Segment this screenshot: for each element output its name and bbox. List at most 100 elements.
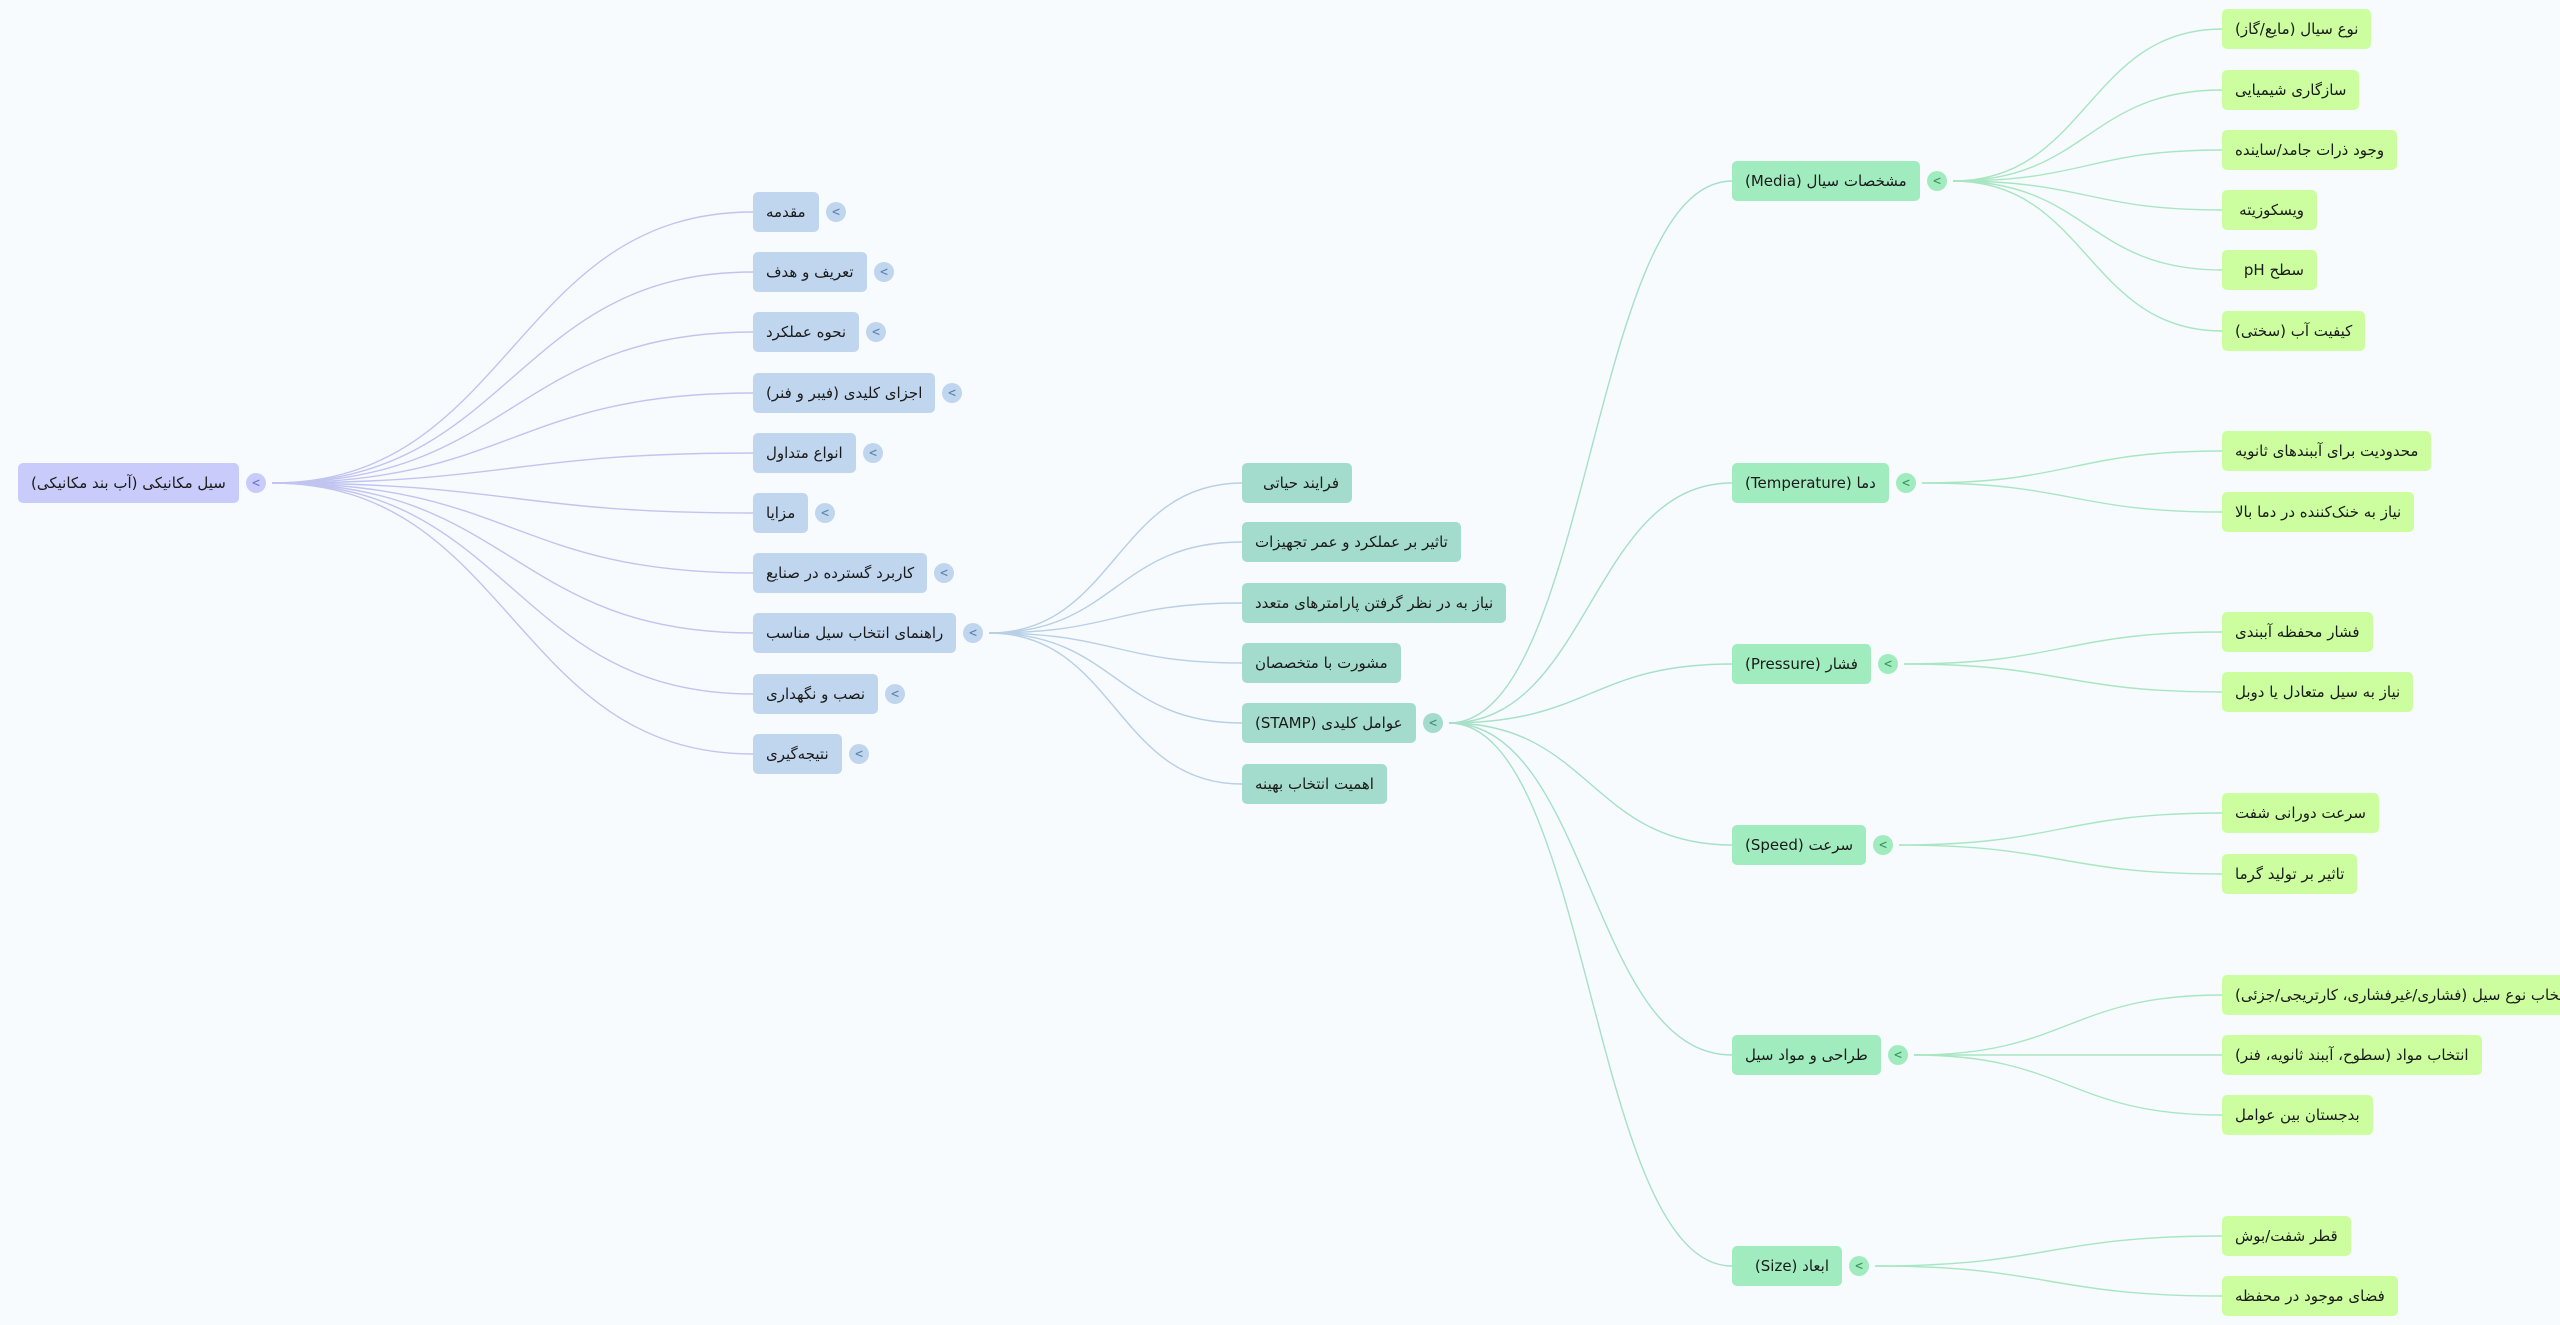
factor-node-5[interactable]: ابعاد (Size)	[1732, 1246, 1842, 1286]
factor-node-1-collapse-toggle[interactable]: <	[1896, 473, 1916, 493]
leaf-edge-3-1	[1898, 844, 2223, 875]
chevron-left-icon: <	[1902, 475, 1910, 491]
section-node-3-collapse-toggle[interactable]: <	[942, 383, 962, 403]
root-node[interactable]: سیل مکانیکی (آب بند مکانیکی)	[18, 463, 239, 503]
section-node-6[interactable]: کاربرد گسترده در صنایع	[753, 553, 928, 593]
leaf-node-3-0[interactable]: سرعت دورانی شفت	[2222, 793, 2379, 833]
guide-item-1-label: تاثیر بر عملکرد و عمر تجهیزات	[1255, 533, 1448, 551]
factor-node-1[interactable]: دما (Temperature)	[1732, 463, 1889, 503]
section-node-8[interactable]: نصب و نگهداری	[753, 674, 879, 714]
leaf-node-5-1[interactable]: فضای موجود در محفظه	[2222, 1276, 2398, 1316]
section-node-5[interactable]: مزایا	[753, 493, 809, 533]
leaf-node-0-4[interactable]: سطح pH	[2222, 250, 2317, 290]
leaf-node-4-1[interactable]: انتخاب مواد (سطوح، آببند ثانویه، فنر)	[2222, 1035, 2482, 1075]
factor-node-4[interactable]: طراحی و مواد سیل	[1732, 1035, 1881, 1075]
section-node-8-collapse-toggle[interactable]: <	[885, 684, 905, 704]
factor-node-4-collapse-toggle[interactable]: <	[1888, 1045, 1908, 1065]
chevron-left-icon: <	[252, 475, 260, 491]
section-node-4-collapse-toggle[interactable]: <	[863, 443, 883, 463]
section-node-0-collapse-toggle[interactable]: <	[826, 202, 846, 222]
leaf-node-2-0-label: فشار محفظه آببندی	[2235, 623, 2360, 641]
guide-item-5-label: اهمیت انتخاب بهینه	[1255, 775, 1374, 793]
leaf-edge-0-5	[1952, 180, 2223, 332]
section-node-1-collapse-toggle[interactable]: <	[874, 262, 894, 282]
section-node-3[interactable]: اجزای کلیدی (فیبر و فنر)	[753, 373, 936, 413]
leaf-node-3-1-label: تاثیر بر تولید گرما	[2235, 865, 2345, 883]
guide-item-3[interactable]: مشورت با متخصصان	[1242, 643, 1401, 683]
leaf-node-0-0-label: نوع سیال (مایع/گاز)	[2235, 20, 2359, 38]
guide-item-4-label: عوامل کلیدی (STAMP)	[1255, 714, 1403, 732]
leaf-node-0-0[interactable]: نوع سیال (مایع/گاز)	[2222, 9, 2372, 49]
leaf-node-4-2[interactable]: بدجستان بین عوامل	[2222, 1095, 2373, 1135]
leaf-node-3-1[interactable]: تاثیر بر تولید گرما	[2222, 854, 2358, 894]
section-node-2[interactable]: نحوه عملکرد	[753, 312, 860, 352]
section-node-4[interactable]: انواع متداول	[753, 433, 856, 473]
factor-edge-2	[1448, 663, 1733, 724]
root-edge-4	[271, 452, 754, 484]
factor-node-4-label: طراحی و مواد سیل	[1745, 1046, 1868, 1064]
section-node-7-label: راهنمای انتخاب سیل مناسب	[766, 624, 944, 642]
root-edge-5	[271, 482, 754, 514]
chevron-left-icon: <	[1429, 715, 1437, 731]
leaf-node-3-0-label: سرعت دورانی شفت	[2235, 804, 2366, 822]
guide-edge-1	[988, 541, 1243, 634]
factor-node-0[interactable]: مشخصات سیال (Media)	[1732, 161, 1920, 201]
section-node-6-label: کاربرد گسترده در صنایع	[766, 564, 915, 582]
section-node-7-collapse-toggle[interactable]: <	[963, 623, 983, 643]
guide-edge-2	[988, 602, 1243, 634]
section-node-2-collapse-toggle[interactable]: <	[866, 322, 886, 342]
factor-edge-5	[1448, 722, 1733, 1267]
factor-node-3[interactable]: سرعت (Speed)	[1732, 825, 1867, 865]
guide-item-1[interactable]: تاثیر بر عملکرد و عمر تجهیزات	[1242, 522, 1461, 562]
leaf-node-0-1[interactable]: سازگاری شیمیایی	[2222, 70, 2360, 110]
section-node-7[interactable]: راهنمای انتخاب سیل مناسب	[753, 613, 957, 653]
leaf-node-0-3[interactable]: ویسکوزیته	[2222, 190, 2317, 230]
leaf-node-5-1-label: فضای موجود در محفظه	[2235, 1287, 2385, 1305]
leaf-edge-0-1	[1952, 89, 2223, 182]
root-node-collapse-toggle[interactable]: <	[246, 473, 266, 493]
leaf-node-2-0[interactable]: فشار محفظه آببندی	[2222, 612, 2373, 652]
leaf-node-0-4-label: سطح pH	[2243, 261, 2304, 279]
factor-node-2-collapse-toggle[interactable]: <	[1878, 654, 1898, 674]
section-node-6-collapse-toggle[interactable]: <	[934, 563, 954, 583]
chevron-left-icon: <	[1884, 656, 1892, 672]
guide-item-2[interactable]: نیاز به در نظر گرفتن پارامترهای متعدد	[1242, 583, 1507, 623]
guide-edge-4	[988, 632, 1243, 724]
factor-node-1-label: دما (Temperature)	[1745, 474, 1876, 492]
section-node-9-collapse-toggle[interactable]: <	[849, 744, 869, 764]
section-node-1[interactable]: تعریف و هدف	[753, 252, 867, 292]
factor-node-0-label: مشخصات سیال (Media)	[1745, 172, 1907, 190]
leaf-edge-4-2	[1913, 1054, 2223, 1116]
leaf-node-5-0[interactable]: قطر شفت/بوش	[2222, 1216, 2351, 1256]
factor-node-5-collapse-toggle[interactable]: <	[1849, 1256, 1869, 1276]
guide-item-2-label: نیاز به در نظر گرفتن پارامترهای متعدد	[1255, 594, 1494, 612]
leaf-edge-3-0	[1898, 812, 2223, 846]
section-node-5-collapse-toggle[interactable]: <	[815, 503, 835, 523]
guide-item-4-collapse-toggle[interactable]: <	[1423, 713, 1443, 733]
factor-node-2-label: فشار (Pressure)	[1745, 655, 1858, 673]
chevron-left-icon: <	[855, 746, 863, 762]
leaf-node-2-1[interactable]: نیاز به سیل متعادل یا دوبل	[2222, 672, 2414, 712]
factor-edge-3	[1448, 722, 1733, 846]
leaf-node-1-1[interactable]: نیاز به خنک‌کننده در دما بالا	[2222, 492, 2415, 532]
leaf-node-1-1-label: نیاز به خنک‌کننده در دما بالا	[2235, 503, 2402, 521]
factor-node-2[interactable]: فشار (Pressure)	[1732, 644, 1871, 684]
guide-item-4[interactable]: عوامل کلیدی (STAMP)	[1242, 703, 1416, 743]
leaf-node-0-2-label: وجود ذرات جامد/ساینده	[2235, 141, 2385, 159]
chevron-left-icon: <	[880, 264, 888, 280]
guide-item-0[interactable]: فرایند حیاتی	[1242, 463, 1352, 503]
section-node-0[interactable]: مقدمه	[753, 192, 819, 232]
section-node-9[interactable]: نتیجه‌گیری	[753, 734, 842, 774]
factor-node-0-collapse-toggle[interactable]: <	[1927, 171, 1947, 191]
leaf-node-0-5[interactable]: کیفیت آب (سختی)	[2222, 311, 2366, 351]
guide-item-5[interactable]: اهمیت انتخاب بهینه	[1242, 764, 1387, 804]
leaf-node-0-2[interactable]: وجود ذرات جامد/ساینده	[2222, 130, 2398, 170]
guide-edge-3	[988, 632, 1243, 664]
factor-node-3-collapse-toggle[interactable]: <	[1873, 835, 1893, 855]
leaf-node-4-0[interactable]: انتخاب نوع سیل (فشاری/غیرفشاری، کارتریجی…	[2222, 975, 2560, 1015]
section-node-1-label: تعریف و هدف	[766, 263, 854, 281]
leaf-node-1-0[interactable]: محدودیت برای آببندهای ثانویه	[2222, 431, 2432, 471]
chevron-left-icon: <	[1855, 1258, 1863, 1274]
root-node-label: سیل مکانیکی (آب بند مکانیکی)	[31, 474, 226, 492]
